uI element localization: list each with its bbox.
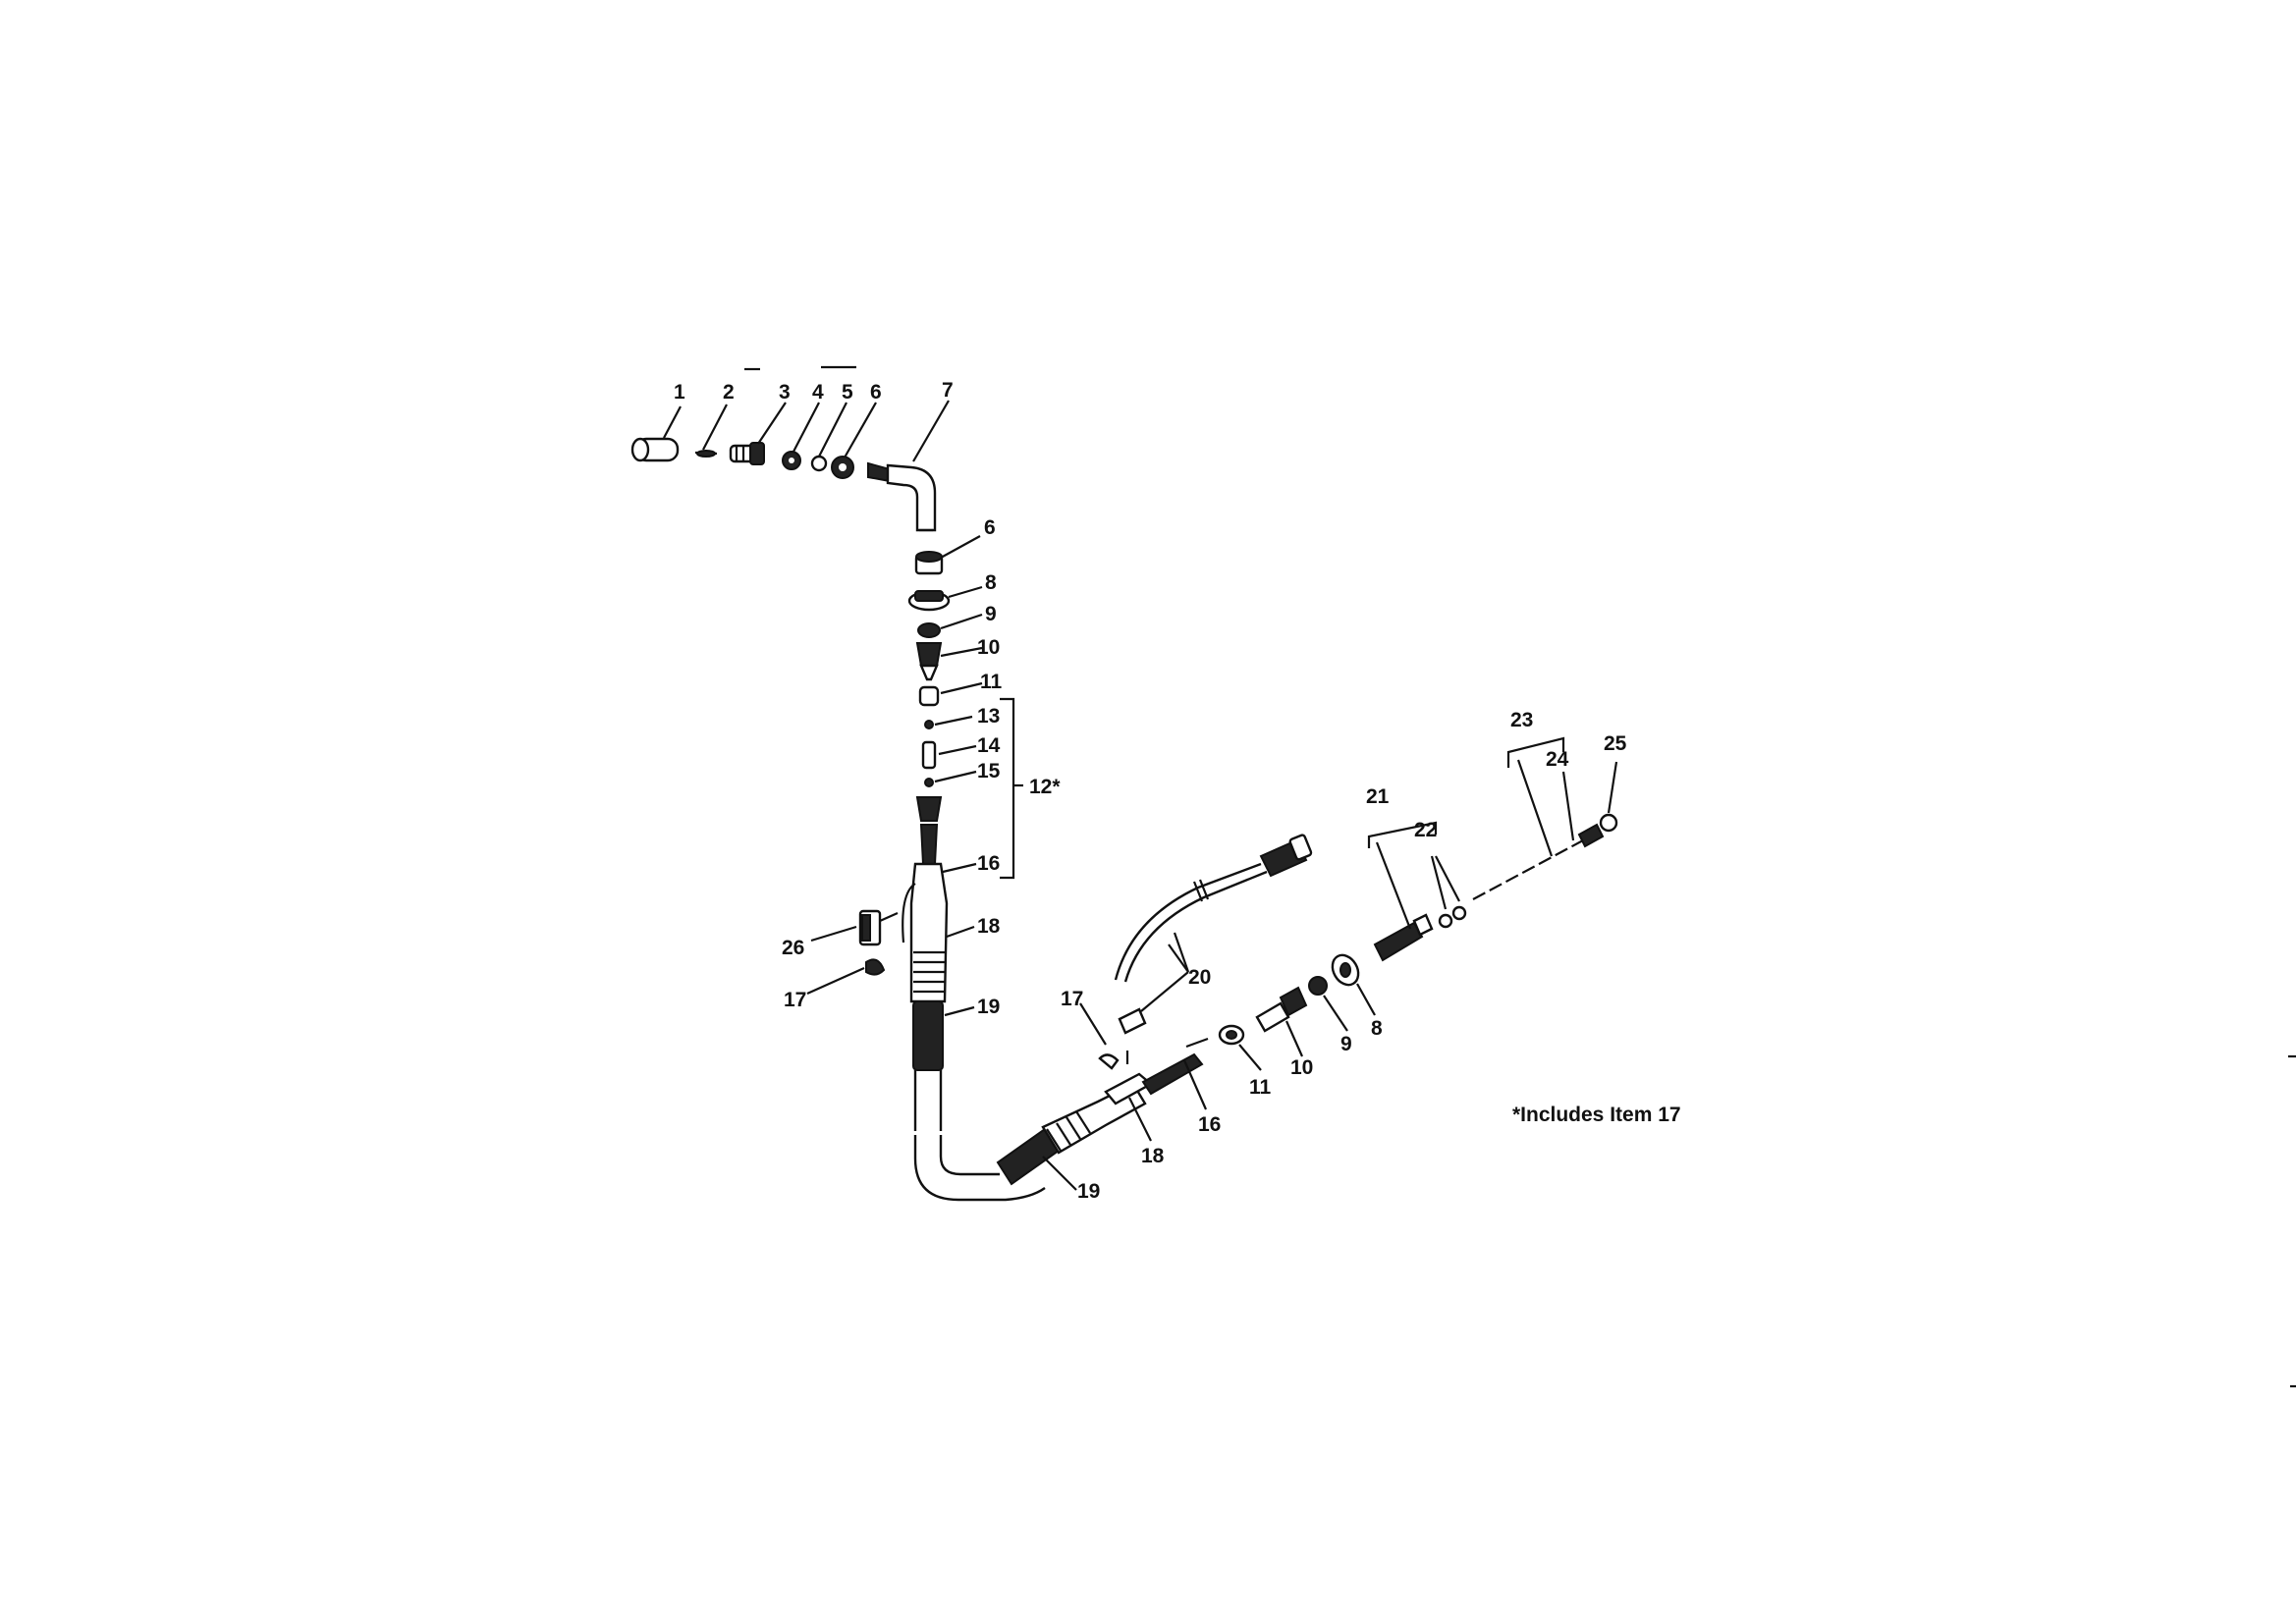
part-18b-handle <box>1041 1072 1154 1155</box>
part-20-control-cable <box>1114 834 1313 1035</box>
callout-16: 16 <box>977 852 1000 875</box>
callout-26: 26 <box>782 937 804 959</box>
part-26-switch-cover <box>858 909 882 946</box>
part-4-insulator <box>782 451 801 470</box>
callout-4: 4 <box>812 381 824 404</box>
callout-18-lower: 18 <box>1141 1145 1165 1167</box>
callout-10: 10 <box>977 636 1000 659</box>
part-16-handle-tip <box>915 796 943 865</box>
callout-5: 5 <box>842 381 853 404</box>
callout-3: 3 <box>779 381 791 404</box>
callout-labels: 1 2 3 4 5 6 7 6 8 9 10 11 13 14 15 12* 1… <box>674 379 1627 1203</box>
part-8b-flange <box>1331 953 1360 987</box>
part-3-collet <box>729 442 765 465</box>
callout-25: 25 <box>1604 732 1627 755</box>
part-5-o-ring <box>810 455 828 472</box>
callout-17: 17 <box>784 989 806 1011</box>
callout-19: 19 <box>977 996 1000 1018</box>
part-15-ball <box>924 778 934 787</box>
callout-19-lower: 19 <box>1077 1180 1100 1203</box>
part-1-back-cap <box>630 437 680 462</box>
callout-20: 20 <box>1188 966 1211 989</box>
part-18-handle <box>902 862 949 1003</box>
callout-2: 2 <box>723 381 735 404</box>
callout-1: 1 <box>674 381 685 404</box>
callout-24: 24 <box>1546 748 1569 771</box>
callout-9-lower: 9 <box>1340 1033 1352 1055</box>
part-6-gasket <box>831 456 854 479</box>
callout-11: 11 <box>980 671 1003 693</box>
part-17-switch-lead <box>865 958 886 976</box>
part-21-electrode-collet <box>1373 913 1434 962</box>
callout-10-lower: 10 <box>1290 1056 1313 1079</box>
vertical-torch-assembly <box>630 437 951 1131</box>
callout-12-star: 12* <box>1029 776 1061 798</box>
connecting-hose <box>913 1135 1046 1202</box>
callout-6: 6 <box>870 381 882 404</box>
part-10b-body <box>1255 986 1308 1033</box>
part-22-o-rings <box>1438 905 1467 929</box>
callout-15: 15 <box>977 760 1001 782</box>
leader-lines <box>663 365 1618 1191</box>
callout-17-lower: 17 <box>1061 988 1083 1010</box>
part-6-gasket-lower <box>914 551 944 575</box>
callout-9: 9 <box>985 603 997 625</box>
callout-8: 8 <box>985 571 997 594</box>
part-9b-washer <box>1308 976 1328 996</box>
part-24-electrode-rod <box>1472 839 1584 900</box>
diagonal-torch-assembly <box>996 813 1618 1186</box>
callout-7: 7 <box>942 379 954 402</box>
footnote-includes-item-17: *Includes Item 17 <box>1512 1104 1681 1126</box>
callout-22: 22 <box>1414 819 1437 841</box>
part-8-flange <box>907 590 951 612</box>
part-14-spacer <box>921 740 937 770</box>
part-7-elbow-neck <box>867 461 937 532</box>
part-19-cable-boot <box>912 1000 944 1131</box>
part-13-ball <box>924 720 934 729</box>
callout-13: 13 <box>977 705 1000 728</box>
part-10-body <box>915 642 943 681</box>
part-9-washer <box>917 622 941 638</box>
part-11-nut <box>918 685 940 707</box>
callout-18: 18 <box>977 915 1001 938</box>
part-16b-handle-tip <box>1141 1052 1204 1096</box>
callout-11-lower: 11 <box>1249 1076 1272 1099</box>
callout-23: 23 <box>1510 709 1533 731</box>
callout-14: 14 <box>977 734 1001 757</box>
callout-21: 21 <box>1366 785 1390 808</box>
part-25-back-cap <box>1577 813 1618 848</box>
callout-8-lower: 8 <box>1371 1017 1383 1040</box>
callout-6-lower: 6 <box>984 516 996 539</box>
part-17b-switch <box>1098 1053 1120 1070</box>
part-11b-nut <box>1218 1024 1245 1046</box>
callout-16-lower: 16 <box>1198 1113 1221 1136</box>
